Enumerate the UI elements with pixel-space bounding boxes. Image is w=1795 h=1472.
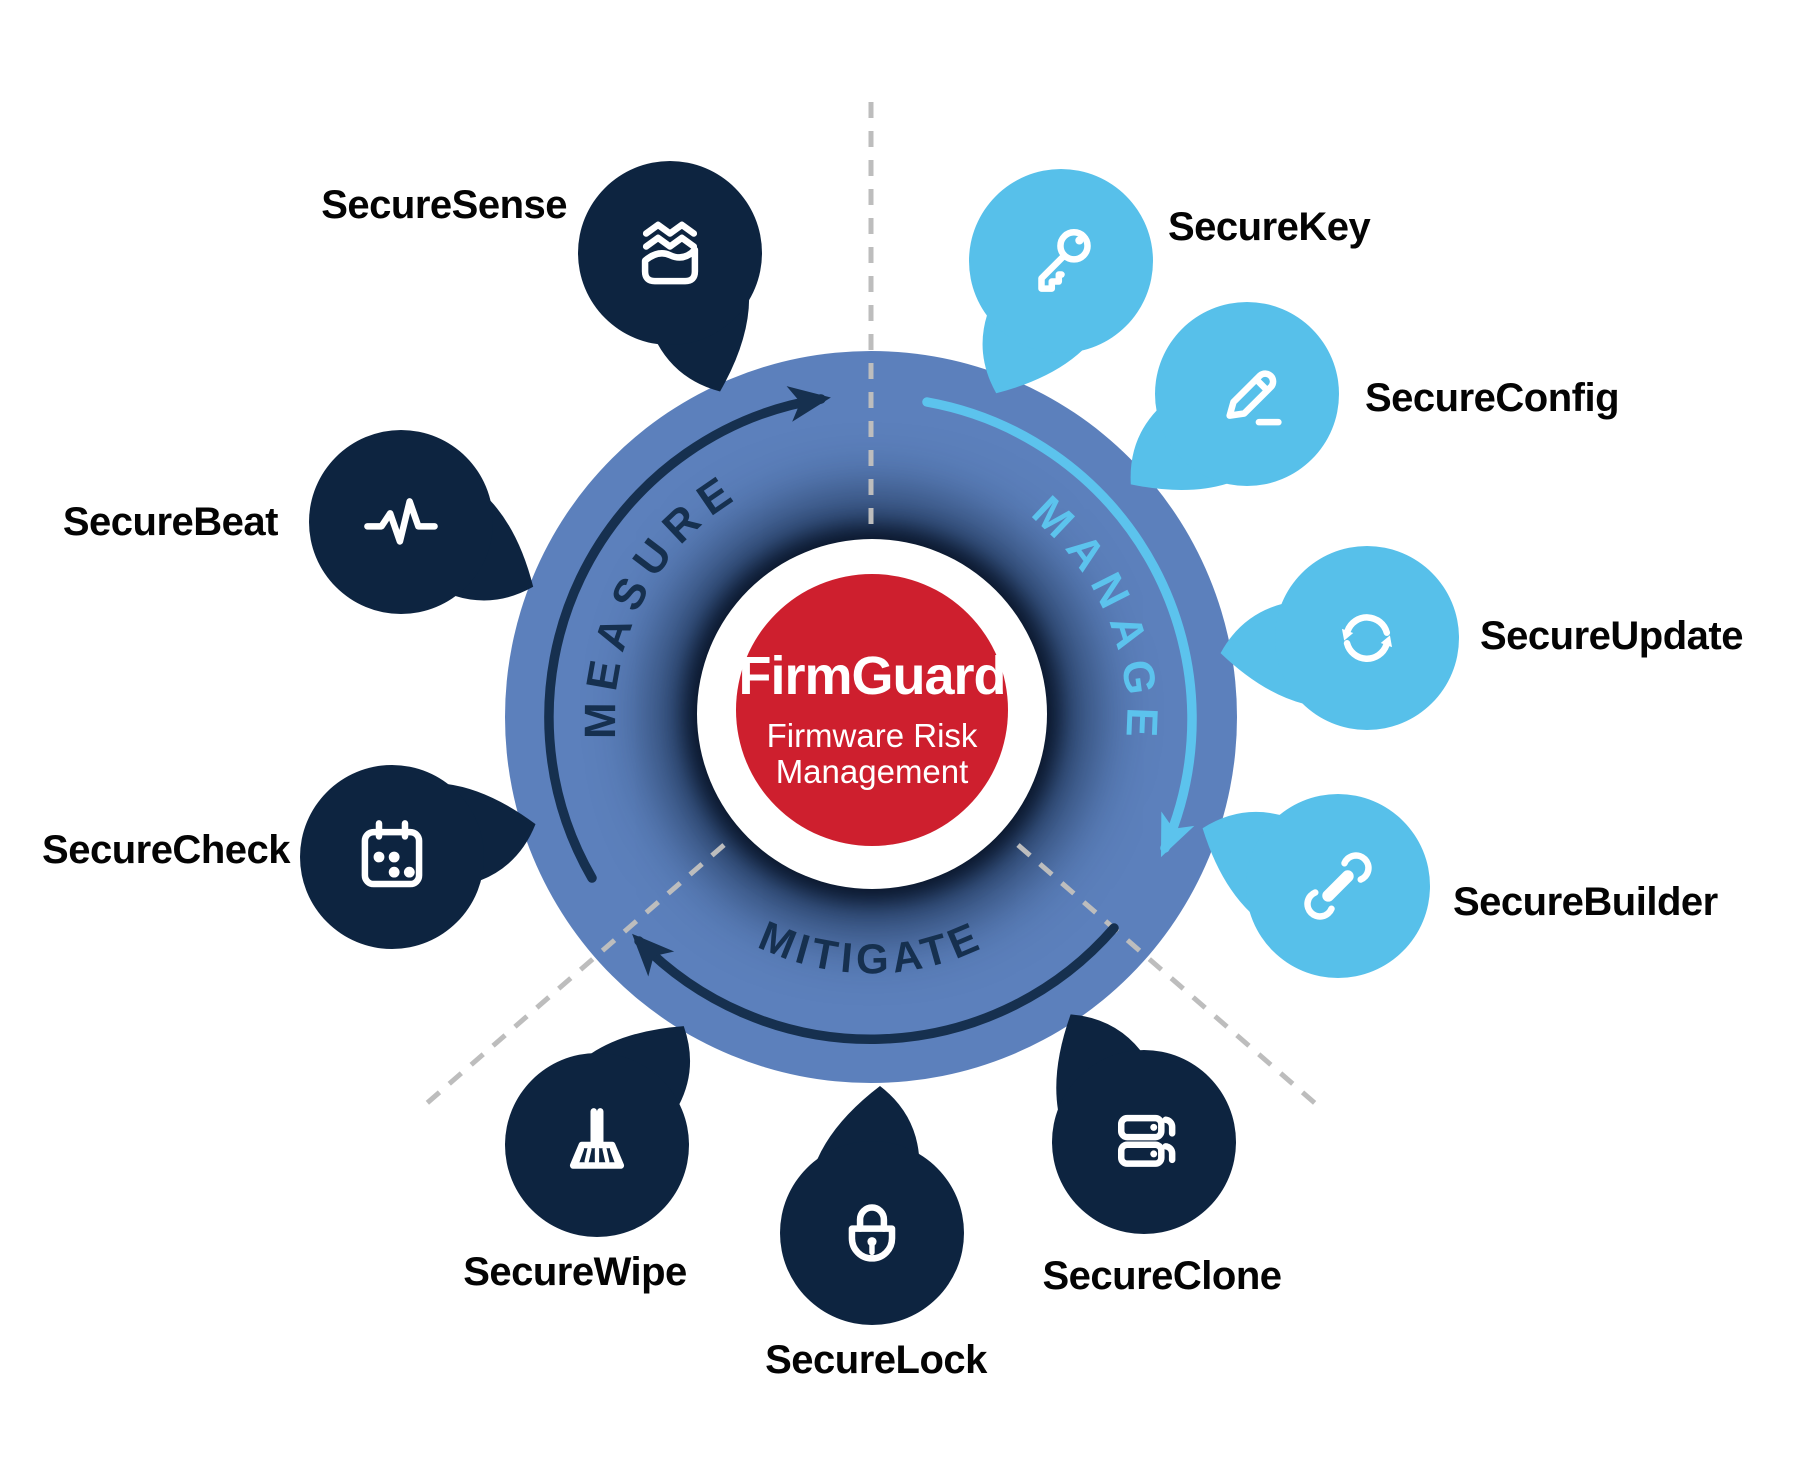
core-subtitle-line2: Management: [775, 753, 969, 790]
server-stack-icon: [1117, 1114, 1176, 1167]
product-label-securebuilder: SecureBuilder: [1453, 880, 1718, 924]
product-bubble-secureclone: [1052, 1014, 1236, 1234]
product-bubble-securekey: [969, 169, 1153, 394]
product-label-securekey: SecureKey: [1168, 205, 1371, 249]
broom-icon: [569, 1108, 625, 1169]
product-bubble-securebeat: [309, 430, 534, 614]
product-bubble-securewipe: [505, 1026, 691, 1237]
product-bubble-securecheck: [300, 765, 536, 949]
center-red-disc: [736, 574, 1008, 846]
product-bubble-secureconfig: [1130, 302, 1339, 491]
product-label-secureconfig: SecureConfig: [1365, 376, 1620, 420]
calendar-icon: [361, 820, 423, 888]
product-label-securebeat: SecureBeat: [62, 500, 279, 544]
product-label-secureclone: SecureClone: [1042, 1254, 1282, 1298]
product-bubble-securesense: [578, 161, 762, 392]
core-title: FirmGuard: [738, 646, 1006, 706]
pen-icon: [1226, 370, 1282, 426]
wrench-icon: [1304, 852, 1372, 920]
product-bubble-securelock: [780, 1086, 964, 1325]
padlock-icon: [848, 1204, 896, 1262]
product-bubble-securebuilder: [1202, 794, 1430, 978]
product-label-securewipe: SecureWipe: [463, 1250, 687, 1294]
sync-icon: [1341, 614, 1393, 662]
product-label-securelock: SecureLock: [765, 1338, 987, 1382]
pulse-icon: [364, 498, 438, 545]
product-label-securecheck: SecureCheck: [42, 828, 290, 872]
core-subtitle-line1: Firmware Risk: [766, 717, 978, 754]
product-bubble-secureupdate: [1220, 546, 1459, 730]
product-label-securesense: SecureSense: [321, 183, 567, 227]
waves-tray-icon: [641, 221, 699, 285]
key-icon: [1038, 229, 1091, 292]
product-label-secureupdate: SecureUpdate: [1480, 614, 1743, 658]
